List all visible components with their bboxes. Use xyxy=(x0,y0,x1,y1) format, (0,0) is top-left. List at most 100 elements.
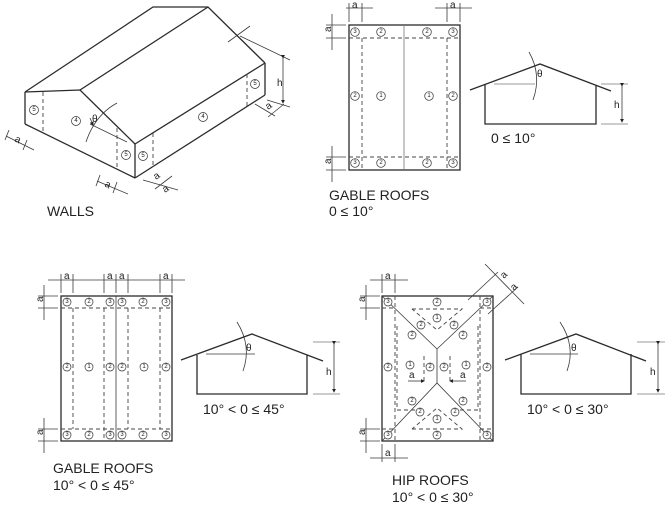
hip-zone-2: 2 xyxy=(407,330,417,340)
gable-low-plan: 3 2 2 3 2 1 1 2 3 2 2 3 a a a a GABLE RO… xyxy=(323,0,472,219)
gh-dim-h: h xyxy=(326,367,332,378)
hip-zone-1: 1 xyxy=(461,360,471,370)
walls-dim-a-3: a xyxy=(151,170,162,182)
svg-text:5: 5 xyxy=(32,107,36,113)
svg-text:2: 2 xyxy=(418,409,422,415)
svg-text:2: 2 xyxy=(451,93,455,99)
gh-theta-label: θ xyxy=(246,343,252,354)
svg-text:2: 2 xyxy=(425,29,429,35)
svg-text:2: 2 xyxy=(379,160,383,166)
gl-zone-3: 3 xyxy=(448,27,458,37)
gh-zone-2: 2 xyxy=(138,297,148,307)
hip-zone-2: 2 xyxy=(439,362,449,372)
hip-zone-2: 2 xyxy=(416,320,426,330)
svg-text:3: 3 xyxy=(65,299,69,305)
gh-dim-a-4: a xyxy=(163,271,169,282)
svg-text:3: 3 xyxy=(386,299,390,305)
svg-text:2: 2 xyxy=(65,364,69,370)
hip-profile: θ h 10° < 0 ≤ 30° xyxy=(504,321,665,417)
svg-text:3: 3 xyxy=(120,299,124,305)
hip-dim-a-bottom: a xyxy=(385,448,391,459)
gable-low-profile: θ h 0 ≤ 10° xyxy=(469,51,628,146)
gl-caption-line2: 0 ≤ 10° xyxy=(329,203,373,219)
svg-text:2: 2 xyxy=(386,364,390,370)
svg-text:2: 2 xyxy=(425,160,429,166)
gl-zone-1: 1 xyxy=(424,91,434,101)
hip-profile-label: 10° < 0 ≤ 30° xyxy=(527,401,609,417)
walls-dim-a-2: a xyxy=(103,179,113,192)
svg-text:3: 3 xyxy=(108,432,112,438)
svg-text:2: 2 xyxy=(108,364,112,370)
walls-zone-5-side-left: 5 xyxy=(138,151,148,161)
walls-zone-4-side: 4 xyxy=(198,112,208,122)
gl-caption-line1: GABLE ROOFS xyxy=(329,187,429,203)
walls-dim-h: h xyxy=(277,78,283,89)
hip-zone-2: 2 xyxy=(407,396,417,406)
hip-zone-3: 3 xyxy=(482,297,492,307)
hip-zone-2: 2 xyxy=(383,362,393,372)
svg-text:3: 3 xyxy=(65,432,69,438)
hip-dim-h: h xyxy=(650,367,656,378)
gh-zone-2: 2 xyxy=(138,430,148,440)
hip-zone-1: 1 xyxy=(432,414,442,424)
hip-zone-2: 2 xyxy=(415,407,425,417)
svg-text:2: 2 xyxy=(428,364,432,370)
svg-text:1: 1 xyxy=(435,416,439,422)
gh-zone-2: 2 xyxy=(161,362,171,372)
hip-dim-a-inner-right: a xyxy=(460,370,466,381)
gable-high-profile: θ h 10° < 0 ≤ 45° xyxy=(180,321,340,417)
hip-zone-2: 2 xyxy=(482,362,492,372)
svg-text:2: 2 xyxy=(87,432,91,438)
svg-text:1: 1 xyxy=(379,93,383,99)
walls-isometric: θ 5 4 5 5 4 5 a a a a a h WALLS xyxy=(4,6,291,219)
hip-zone-2: 2 xyxy=(449,320,459,330)
gh-zone-3: 3 xyxy=(117,297,127,307)
gh-zone-3: 3 xyxy=(105,297,115,307)
svg-text:2: 2 xyxy=(164,364,168,370)
hip-zone-2: 2 xyxy=(458,330,468,340)
svg-text:3: 3 xyxy=(164,432,168,438)
gl-dim-a-top-right: a xyxy=(450,0,456,11)
svg-text:5: 5 xyxy=(141,153,145,159)
gh-zone-1: 1 xyxy=(139,362,149,372)
gl-dim-a-left-top: a xyxy=(323,26,334,32)
hip-dim-a-inner-left: a xyxy=(409,370,415,381)
svg-text:1: 1 xyxy=(464,362,468,368)
hip-zone-2: 2 xyxy=(432,430,442,440)
svg-text:4: 4 xyxy=(201,114,205,120)
hip-zone-2: 2 xyxy=(458,396,468,406)
walls-zone-5-front-left: 5 xyxy=(29,105,39,115)
hip-zone-3: 3 xyxy=(482,430,492,440)
gl-dim-a-top-left: a xyxy=(352,0,358,11)
hip-zone-1: 1 xyxy=(432,313,442,323)
svg-text:2: 2 xyxy=(452,322,456,328)
walls-zone-5-front-right: 5 xyxy=(121,150,131,160)
gh-zone-2: 2 xyxy=(105,362,115,372)
svg-text:2: 2 xyxy=(442,364,446,370)
gh-caption-line1: GABLE ROOFS xyxy=(53,460,153,476)
gl-zone-2: 2 xyxy=(448,91,458,101)
walls-dim-a-5: a xyxy=(263,100,274,112)
hip-zone-3: 3 xyxy=(383,297,393,307)
svg-text:3: 3 xyxy=(386,432,390,438)
svg-text:3: 3 xyxy=(108,299,112,305)
svg-text:2: 2 xyxy=(419,322,423,328)
gl-zone-1: 1 xyxy=(376,91,386,101)
svg-text:2: 2 xyxy=(141,432,145,438)
walls-dim-a-4: a xyxy=(160,183,171,195)
hip-dim-a-left-bottom: a xyxy=(357,429,368,435)
hip-caption-line1: HIP ROOFS xyxy=(392,472,469,488)
svg-text:1: 1 xyxy=(427,93,431,99)
svg-text:3: 3 xyxy=(120,432,124,438)
hip-zone-2: 2 xyxy=(425,362,435,372)
gh-zone-2: 2 xyxy=(84,297,94,307)
hip-zone-3: 3 xyxy=(383,430,393,440)
svg-text:4: 4 xyxy=(74,118,78,124)
svg-text:3: 3 xyxy=(164,299,168,305)
gl-profile-label: 0 ≤ 10° xyxy=(491,130,535,146)
walls-theta-label: θ xyxy=(92,114,98,125)
svg-text:3: 3 xyxy=(485,299,489,305)
gl-zone-2: 2 xyxy=(422,27,432,37)
hip-zone-2: 2 xyxy=(450,407,460,417)
